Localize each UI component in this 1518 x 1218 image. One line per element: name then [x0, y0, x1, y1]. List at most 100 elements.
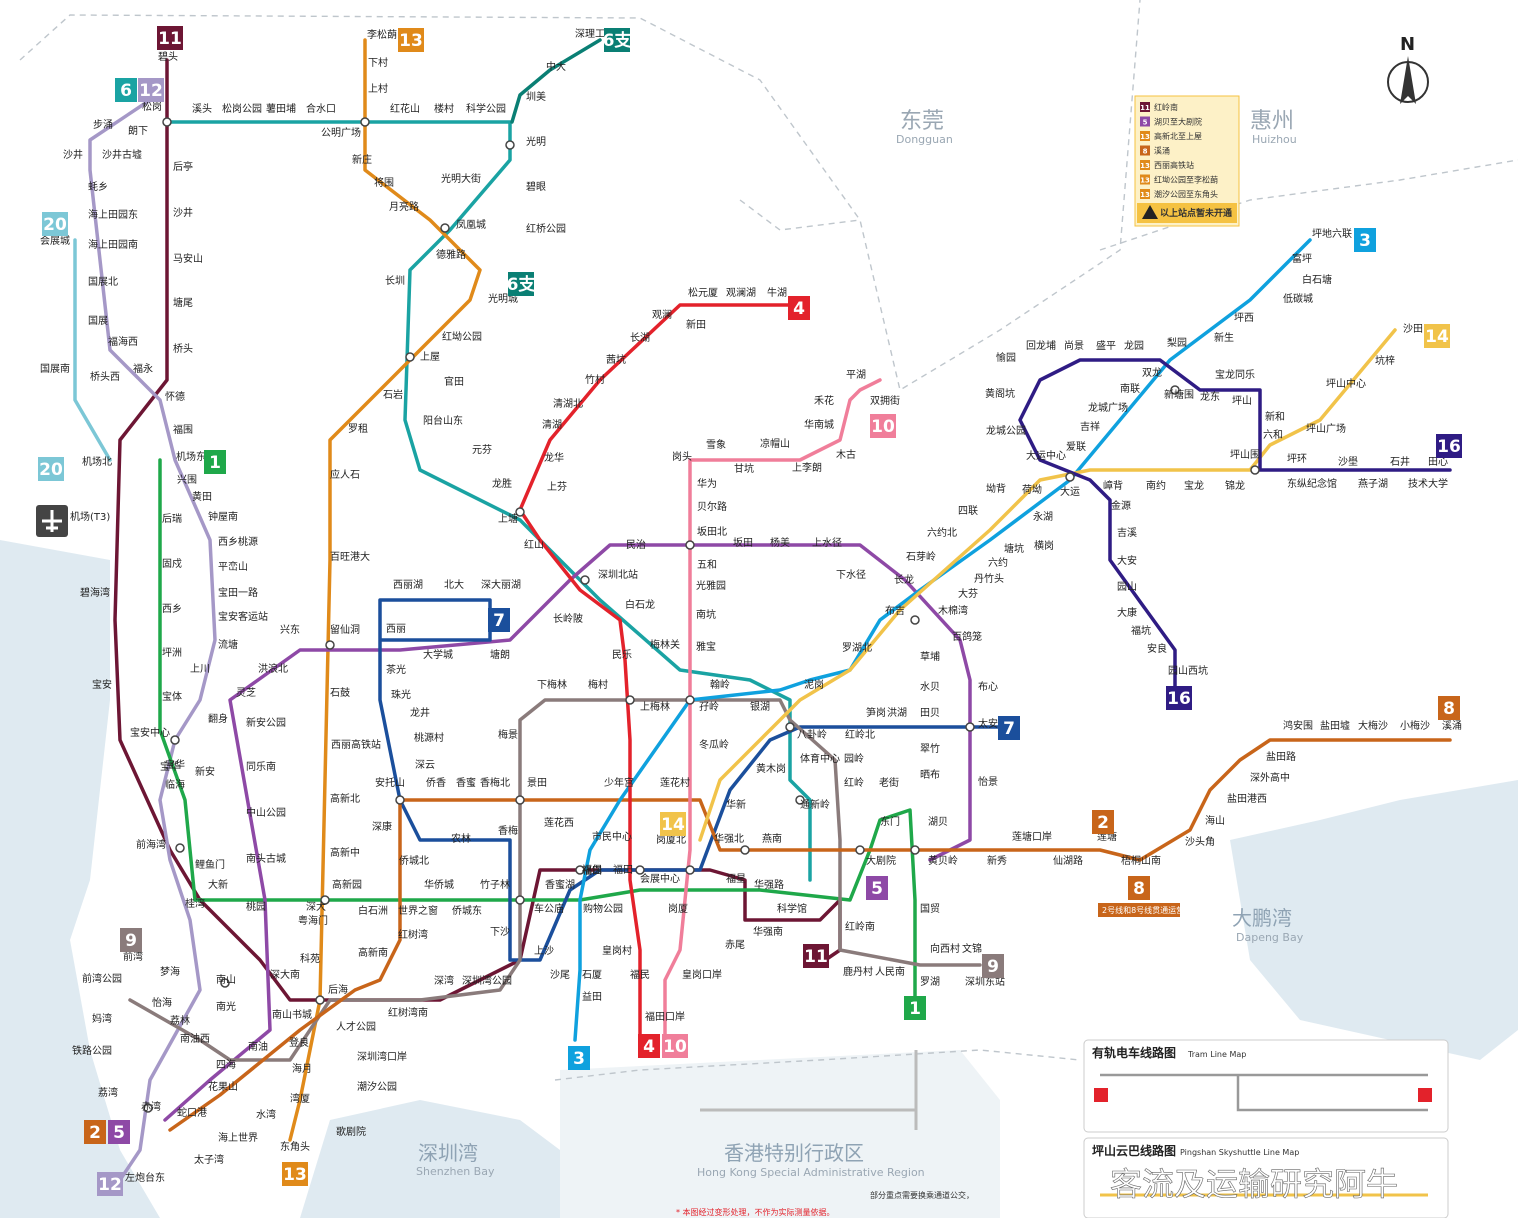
station-label: 华强北 — [714, 832, 744, 845]
station-label: 深圳北站 — [598, 568, 638, 581]
station-label: 甘坑 — [734, 462, 754, 475]
station-label: 侨城东 — [452, 904, 482, 917]
station-label: 大芬 — [958, 587, 978, 600]
station-label: 太安 — [978, 717, 998, 730]
station-label: 上塘 — [498, 512, 518, 525]
station-label: 银湖 — [750, 700, 770, 713]
region-dongguan-en: Dongguan — [896, 133, 953, 146]
station-label: 黄木岗 — [756, 762, 786, 775]
station-label: 荔湾 — [98, 1086, 118, 1099]
station-label: 溪头 — [192, 103, 212, 115]
line-badge-bg — [904, 996, 926, 1020]
station-label: 安托山 — [375, 776, 405, 789]
station-label: 机场(T3) — [70, 510, 110, 523]
compass-letter: N — [1400, 34, 1415, 55]
station-label: 皇岗口岸 — [682, 968, 722, 981]
station-label: 坂田北 — [697, 526, 727, 538]
station-label: 老街 — [879, 776, 899, 789]
line-badge-bg — [662, 1034, 688, 1058]
station-label: 大康 — [1117, 606, 1137, 619]
line-badge-label: 8 — [1443, 699, 1455, 719]
pending-line-swatch — [1140, 131, 1150, 141]
line-badge-label: 9 — [987, 957, 999, 977]
station-label: 购物公园 — [583, 902, 623, 915]
station-label: 龙城公园 — [986, 424, 1026, 437]
station-label: 薯田埔 — [266, 102, 296, 115]
line-badge-label: 9 — [125, 931, 137, 951]
region-dongguan: 东莞 — [900, 109, 944, 134]
station-label: 塘尾 — [173, 296, 193, 309]
line-3 — [573, 238, 1312, 1042]
station-label: 海月 — [292, 1062, 312, 1075]
station-label: 福坑 — [1131, 624, 1151, 637]
station-label: 沙壆 — [1338, 455, 1358, 468]
station-label: 朗下 — [128, 125, 148, 137]
interchange-markers — [143, 117, 1260, 1113]
station-label: 粤海门 — [298, 914, 328, 927]
line-12 — [88, 98, 217, 1182]
line-badge-bg — [38, 457, 64, 481]
station-label: 长龙 — [894, 573, 914, 586]
station-label: 观澜湖 — [726, 287, 756, 299]
station-label: 金源 — [1111, 499, 1131, 512]
station-label: 泥岗 — [804, 678, 824, 691]
pending-line-number: 5 — [1143, 119, 1148, 127]
station-label: 新生 — [1214, 331, 1234, 344]
station-label: 圳美 — [526, 90, 546, 103]
station-label: 梅村 — [588, 678, 608, 691]
station-label: 国贸 — [920, 903, 940, 915]
station-label: 蚝乡 — [88, 181, 108, 193]
station-label: 新秀 — [987, 854, 1007, 867]
station-label: 妈湾 — [92, 1012, 112, 1025]
line-badge-bg — [604, 28, 630, 52]
line-badge-label: 12 — [139, 81, 163, 101]
station-label: 石井 — [1390, 455, 1410, 468]
sea-shenzhen-bay: 深圳湾 — [418, 1141, 478, 1165]
station-label: 国展南 — [40, 362, 70, 375]
station-label: 田心 — [1428, 456, 1448, 468]
station-label: 深圳湾公园 — [462, 974, 512, 987]
station-label: 百鸽笼 — [952, 630, 982, 643]
station-label: 宝体 — [162, 690, 182, 703]
metro-lines — [73, 38, 1452, 1182]
station-label: 西乡 — [162, 603, 182, 615]
station-label: 南坑 — [696, 608, 716, 621]
station-label: 松元厦 — [688, 286, 718, 299]
station-label: 左炮台东 — [125, 1171, 165, 1184]
station-label: 六约北 — [927, 526, 957, 539]
line-badge-bg — [204, 450, 226, 474]
station-label: 阳台山东 — [423, 414, 463, 427]
station-label: 盐田路 — [1266, 750, 1296, 763]
station-label: 红树湾 — [398, 928, 428, 941]
station-label: 岗头 — [672, 451, 692, 463]
station-label: 莲花村 — [660, 776, 690, 789]
watermark: 客流及运输研究阿牛 — [1110, 1165, 1398, 1203]
station-label: 新安 — [195, 765, 215, 778]
pending-line-number: 11 — [1140, 104, 1150, 112]
station-label: 岗厦北 — [656, 834, 686, 846]
station-labels: 碧头松岗溪头松岗公园薯田埔合水口公明广场红花山楼村科学公园李松蓢下村上村新庄将围… — [40, 28, 1462, 1184]
station-label: 红岭 — [844, 776, 864, 789]
station-label: 怡景 — [978, 775, 998, 788]
line-badge-bg — [282, 1162, 308, 1186]
line-badge-label: 13 — [399, 31, 423, 51]
station-label: 园岭 — [844, 752, 864, 765]
station-label: 国展北 — [88, 276, 118, 288]
pending-line-swatch — [1140, 116, 1150, 127]
station-label: 福田 — [582, 864, 602, 877]
station-label: 沙头角 — [1185, 836, 1215, 848]
station-label: 雪象 — [706, 439, 726, 451]
pending-line-swatch — [1140, 189, 1150, 199]
station-label: 新田 — [686, 318, 706, 331]
station-label: 愉园 — [996, 351, 1016, 364]
station-label: 登良 — [289, 1036, 309, 1049]
station-label: 梅林关 — [650, 638, 680, 651]
station-label: 深大丽湖 — [481, 578, 521, 591]
station-label: 潮汐公园 — [357, 1080, 397, 1093]
airport-icon — [36, 505, 68, 537]
line-badge-label: 14 — [1425, 327, 1449, 347]
station-label: 清湖 — [542, 418, 562, 431]
station-label: 歌剧院 — [336, 1125, 366, 1138]
line-badge-label: 6支 — [603, 30, 633, 51]
station-label: 坂田 — [733, 537, 753, 549]
